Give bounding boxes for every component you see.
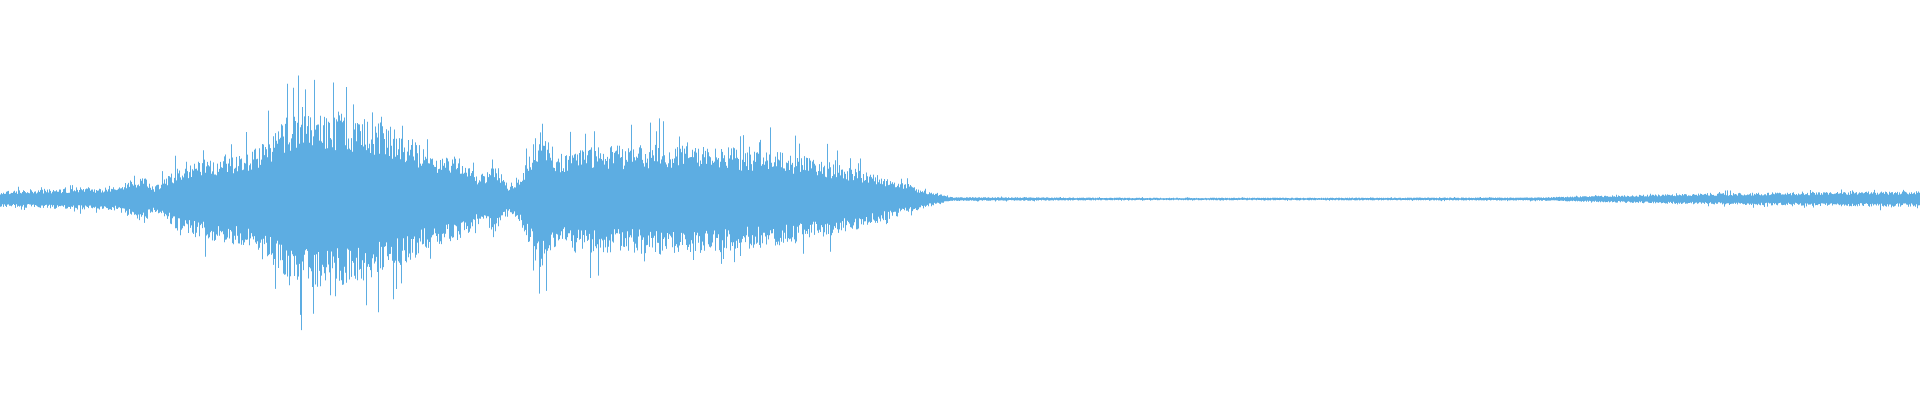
waveform-samples (0, 75, 1920, 331)
waveform-path (0, 75, 1920, 331)
